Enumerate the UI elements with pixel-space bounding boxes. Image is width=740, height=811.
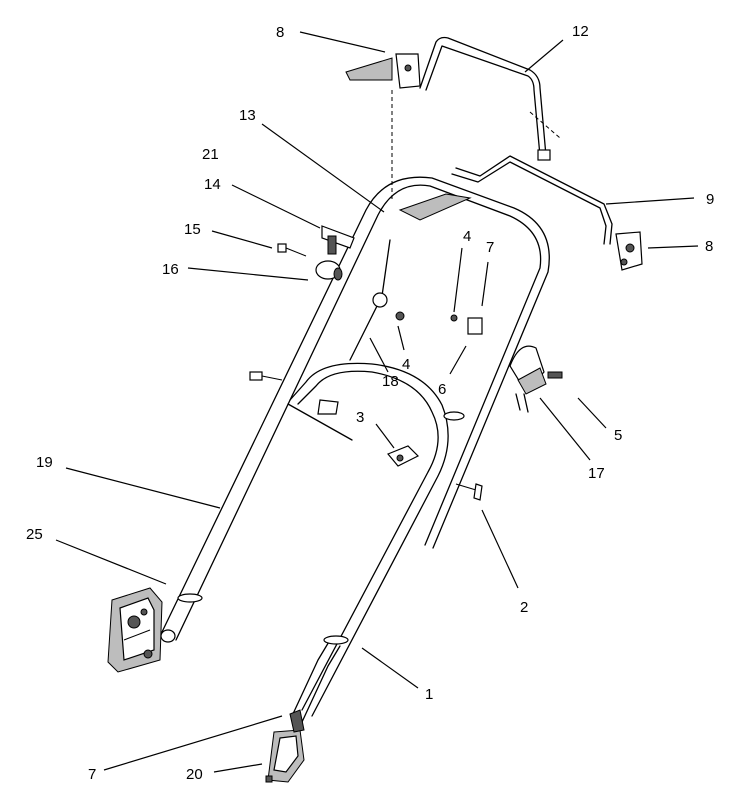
callout-6: 6 bbox=[438, 381, 446, 398]
bottom-bracket bbox=[265, 709, 305, 783]
callout-1: 1 bbox=[425, 686, 433, 703]
callout-2: 2 bbox=[520, 599, 528, 616]
leader-lines bbox=[55, 31, 699, 773]
callout-7-upper: 7 bbox=[486, 239, 494, 256]
callout-18: 18 bbox=[382, 373, 399, 390]
control-rod bbox=[398, 155, 643, 271]
callout-12: 12 bbox=[572, 23, 589, 40]
callout-4-upper: 4 bbox=[463, 228, 471, 245]
callout-25: 25 bbox=[26, 526, 43, 543]
callout-5: 5 bbox=[614, 427, 622, 444]
left-deck-bracket bbox=[107, 587, 163, 673]
handle-latch bbox=[249, 371, 420, 467]
handle-knob bbox=[321, 225, 355, 255]
callout-8-top: 8 bbox=[276, 24, 284, 41]
callout-9: 9 bbox=[706, 191, 714, 208]
callout-17: 17 bbox=[588, 465, 605, 482]
upper-handle bbox=[160, 176, 550, 643]
callout-21: 21 bbox=[202, 146, 219, 163]
callout-8-right: 8 bbox=[705, 238, 713, 255]
callout-13: 13 bbox=[239, 107, 256, 124]
callout-20: 20 bbox=[186, 766, 203, 783]
cable-guide bbox=[509, 345, 563, 413]
callout-7-lower: 7 bbox=[88, 766, 96, 783]
callout-4-lower: 4 bbox=[402, 356, 410, 373]
lower-handle bbox=[289, 362, 449, 723]
top-rod bbox=[345, 36, 551, 161]
callout-19: 19 bbox=[36, 454, 53, 471]
callout-15: 15 bbox=[184, 221, 201, 238]
bolt-2 bbox=[455, 483, 483, 501]
callout-3: 3 bbox=[356, 409, 364, 426]
callout-16: 16 bbox=[162, 261, 179, 278]
callout-14: 14 bbox=[204, 176, 221, 193]
callout-labels: 8 12 13 21 14 9 15 4 7 8 16 4 18 6 3 5 1… bbox=[26, 23, 714, 783]
bolt-and-spacer bbox=[277, 243, 343, 281]
